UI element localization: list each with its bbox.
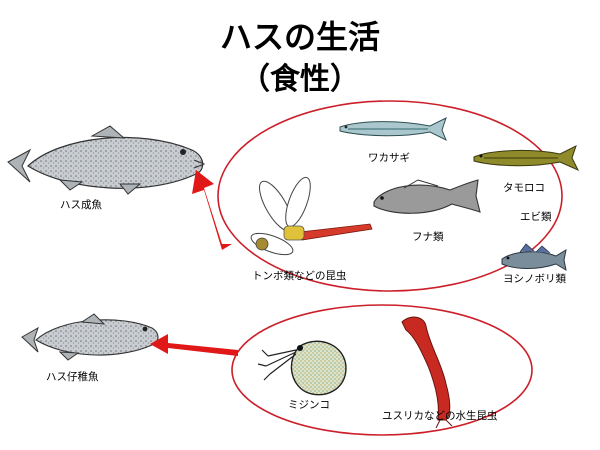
adult-prey-ellipse — [217, 100, 563, 292]
tamoroko-label: タモロコ — [503, 182, 545, 194]
wakasagi-fish-icon — [339, 117, 447, 142]
mijinko-daphnia-icon — [257, 340, 347, 396]
arrow-to-adult-icon — [192, 170, 232, 250]
juvenile-hasu-label: ハス仔稚魚 — [46, 371, 99, 383]
yusurika-label: ユスリカなどの水生昆虫 — [382, 410, 498, 422]
adult-hasu-fish-icon — [7, 125, 206, 195]
tonbo-label: トンボ類などの昆虫 — [252, 270, 347, 282]
mijinko-label: ミジンコ — [288, 399, 330, 411]
juvenile-hasu-fish-icon — [21, 313, 159, 361]
funa-label: フナ類 — [412, 231, 444, 243]
yoshinobori-fish-icon — [501, 243, 567, 272]
ebi-label: エビ類 — [520, 211, 552, 223]
adult-hasu-label: ハス成魚 — [60, 199, 102, 211]
title-line-1: ハスの生活 — [219, 18, 380, 56]
arrow-to-juvenile-icon — [150, 334, 238, 356]
dragonfly-insect-icon — [250, 176, 373, 256]
title-line-2: （食性） — [240, 62, 360, 97]
tamoroko-fish-icon — [473, 145, 580, 172]
funa-fish-icon — [373, 179, 481, 214]
wakasagi-label: ワカサギ — [368, 152, 410, 164]
midge-larva-insect-icon — [401, 316, 453, 429]
juvenile-prey-ellipse — [231, 304, 533, 436]
yoshinobori-label: ヨシノボリ類 — [503, 273, 566, 285]
